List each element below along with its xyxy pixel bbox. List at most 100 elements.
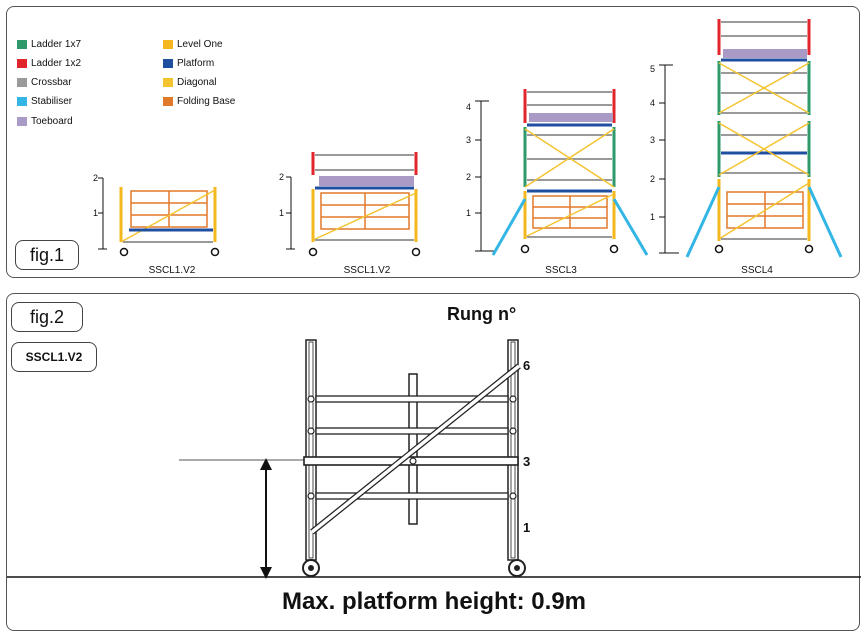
legend-label: Crossbar xyxy=(31,76,72,88)
model-1-diagram: 1 2 xyxy=(93,173,220,257)
stabiliser xyxy=(612,198,649,256)
scale-label: 3 xyxy=(466,135,471,145)
diagonal-brace xyxy=(524,128,615,188)
scale-label: 4 xyxy=(650,98,655,108)
legend-label: Ladder 1x7 xyxy=(31,38,82,50)
stabiliser xyxy=(685,186,721,258)
castor-wheel xyxy=(804,244,814,254)
model-4-caption: SSCL4 xyxy=(741,265,773,276)
scale-label: 1 xyxy=(93,208,98,218)
legend-swatch xyxy=(163,39,173,49)
scale-label: 2 xyxy=(650,174,655,184)
clamp xyxy=(409,457,417,465)
legend-label: Diagonal xyxy=(177,76,217,88)
castor-hub xyxy=(514,565,520,571)
castor-wheel xyxy=(119,247,129,257)
diagonal-brace xyxy=(718,182,810,240)
legend-swatch xyxy=(163,77,173,87)
scale-label: 3 xyxy=(650,135,655,145)
scale-label: 1 xyxy=(279,208,284,218)
rung-label-6: 6 xyxy=(523,358,531,373)
right-upright-inner xyxy=(510,341,516,559)
diagonal-brace xyxy=(120,189,216,243)
legend-swatch xyxy=(17,39,27,49)
left-upright-inner xyxy=(308,341,314,559)
legend-item-ladder-1x7: Ladder 1x7 xyxy=(17,37,81,51)
clamp xyxy=(307,492,315,500)
scale-label: 1 xyxy=(466,208,471,218)
height-arrow-head-down xyxy=(260,567,272,579)
legend-label: Stabiliser xyxy=(31,95,73,107)
max-platform-height: Max. platform height: 0.9m xyxy=(281,588,587,615)
clamp xyxy=(509,427,517,435)
legend-swatch xyxy=(17,58,27,68)
fig2-panel: fig.2 SSCL1.V2 Rung n° xyxy=(6,293,861,631)
clamp xyxy=(509,395,517,403)
model-badge-label: SSCL1.V2 xyxy=(25,350,83,364)
legend-swatch xyxy=(17,96,27,106)
scale-label: 2 xyxy=(93,173,98,183)
scaffold-diagram xyxy=(7,339,861,579)
legend-swatch xyxy=(17,77,27,87)
legend-item-folding-base: Folding Base xyxy=(163,94,235,108)
clamp xyxy=(307,395,315,403)
model-2-diagram: 1 2 xyxy=(279,152,421,257)
legend-item-ladder-1x2: Ladder 1x2 xyxy=(17,56,81,70)
castor-wheel xyxy=(308,247,318,257)
diagonal-brace xyxy=(718,122,810,176)
diagonal-brace xyxy=(312,192,417,241)
model-badge: SSCL1.V2 xyxy=(11,342,97,372)
legend-item-toeboard: Toeboard xyxy=(17,114,73,128)
legend-swatch xyxy=(163,96,173,106)
scale-label: 1 xyxy=(650,212,655,222)
stabiliser xyxy=(807,186,843,258)
legend-swatch xyxy=(17,116,27,126)
stabiliser xyxy=(491,198,527,256)
legend-swatch xyxy=(163,58,173,68)
model-2-caption: SSCL1.V2 xyxy=(343,265,391,276)
clamp xyxy=(509,492,517,500)
legend-item-platform: Platform xyxy=(163,56,214,70)
toeboard xyxy=(529,113,613,122)
fig1-badge-label: fig.1 xyxy=(29,244,65,265)
model-3-caption: SSCL3 xyxy=(545,265,577,276)
legend-item-crossbar: Crossbar xyxy=(17,75,72,89)
fig2-badge: fig.2 xyxy=(11,302,83,332)
legend-label: Platform xyxy=(177,57,215,69)
castor-wheel xyxy=(520,244,530,254)
castor-wheel xyxy=(411,247,421,257)
fig1-panel: Ladder 1x7 Ladder 1x2 Crossbar Stabilise… xyxy=(6,6,860,278)
clamp xyxy=(307,427,315,435)
castor-hub xyxy=(308,565,314,571)
rung-label-1: 1 xyxy=(523,520,531,535)
scale-label: 5 xyxy=(650,64,655,74)
legend-label: Folding Base xyxy=(177,95,236,107)
crossbar-rail xyxy=(315,395,509,403)
model-3-diagram: 1 2 3 4 xyxy=(466,89,649,256)
crossbar-rail xyxy=(315,427,509,435)
diagonal-brace xyxy=(524,193,615,238)
height-arrow-head-up xyxy=(260,458,272,470)
castor-wheel xyxy=(210,247,220,257)
legend-item-level-one: Level One xyxy=(163,37,223,51)
fig2-badge-label: fig.2 xyxy=(29,306,65,327)
legend-label: Toeboard xyxy=(31,115,73,127)
fig1-badge: fig.1 xyxy=(15,240,79,270)
model-4-diagram: 1 2 3 4 5 xyxy=(650,19,843,258)
toeboard xyxy=(319,176,414,186)
diagonal-brace xyxy=(718,62,810,114)
crossbar-rail xyxy=(315,492,509,500)
toeboard xyxy=(723,49,807,58)
diagonal-brace-inner xyxy=(310,364,521,534)
rung-title: Rung n° xyxy=(447,304,517,324)
castor-wheel xyxy=(714,244,724,254)
legend-item-diagonal: Diagonal xyxy=(163,75,216,89)
legend-label: Level One xyxy=(177,38,223,50)
castor-wheel xyxy=(609,244,619,254)
legend-item-stabiliser: Stabiliser xyxy=(17,94,72,108)
scale-label: 2 xyxy=(466,172,471,182)
scale-label: 2 xyxy=(279,172,284,182)
scale-label: 4 xyxy=(466,102,471,112)
rung-label-3: 3 xyxy=(523,454,531,469)
legend-label: Ladder 1x2 xyxy=(31,57,82,69)
